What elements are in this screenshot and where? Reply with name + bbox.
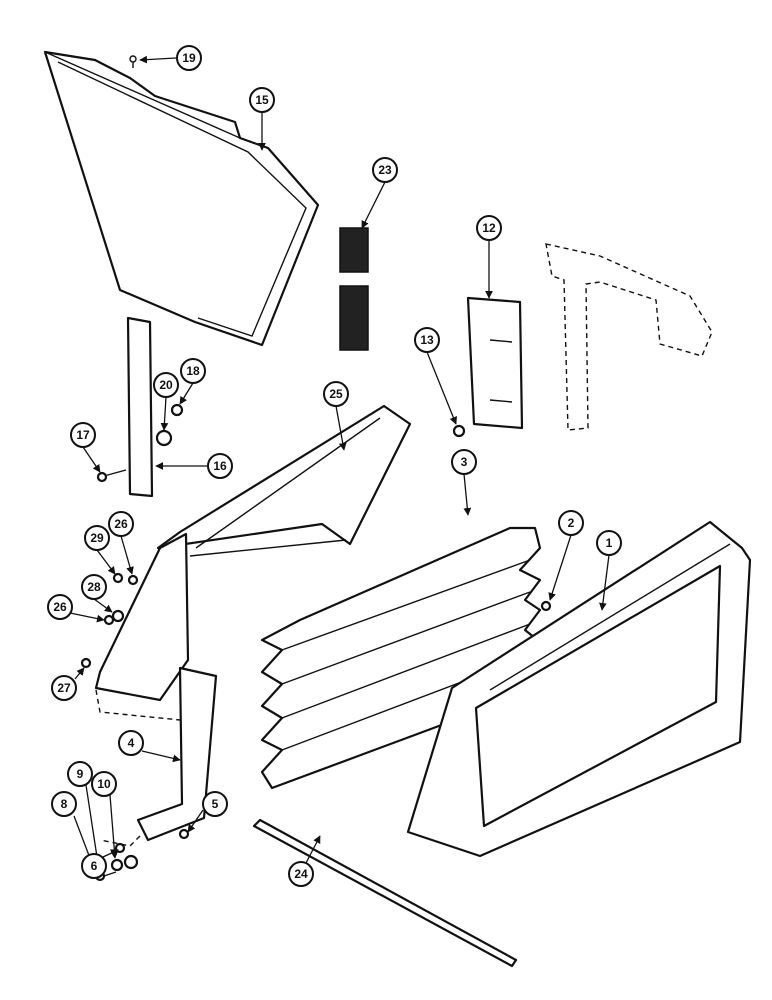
svg-text:29: 29 — [90, 531, 104, 545]
svg-text:19: 19 — [182, 51, 196, 65]
part-5-nut — [178, 828, 190, 840]
svg-text:13: 13 — [420, 333, 434, 347]
part-23-seal-strips — [339, 227, 369, 351]
svg-text:26: 26 — [114, 517, 128, 531]
svg-text:1: 1 — [606, 536, 613, 550]
callout-25: 25 — [323, 381, 349, 407]
callout-29: 29 — [84, 525, 110, 551]
part-15-top-panel — [43, 50, 320, 347]
svg-text:23: 23 — [378, 163, 392, 177]
callout-17: 17 — [70, 422, 96, 448]
svg-text:6: 6 — [91, 859, 98, 873]
svg-text:4: 4 — [128, 736, 135, 750]
callout-6: 6 — [81, 853, 107, 879]
callout-12: 12 — [476, 215, 502, 241]
part-16-vertical-support — [126, 316, 154, 498]
part-26-nut-lower — [103, 614, 115, 626]
part-20-washer — [155, 429, 173, 447]
svg-text:2: 2 — [568, 516, 575, 530]
alignment-line — [99, 835, 141, 847]
part-29-bolt — [112, 572, 124, 584]
callout-15: 15 — [249, 87, 275, 113]
callout-4: 4 — [118, 730, 144, 756]
svg-text:27: 27 — [57, 681, 71, 695]
part-2-clip — [540, 600, 552, 612]
part-17-bolt — [96, 469, 127, 483]
part-13-bolt — [452, 424, 466, 438]
callout-23: 23 — [372, 157, 398, 183]
part-27-screw — [80, 657, 92, 669]
callout-3: 3 — [451, 449, 477, 475]
svg-text:9: 9 — [77, 767, 84, 781]
part-25-cross-frame — [94, 404, 412, 702]
part-24-strip — [252, 818, 518, 968]
callout-13: 13 — [414, 327, 440, 353]
callout-16: 16 — [207, 453, 233, 479]
callout-1: 1 — [596, 530, 622, 556]
svg-text:24: 24 — [294, 867, 308, 881]
part-1-front-frame — [406, 520, 752, 858]
part-12-mounting-plate — [466, 296, 524, 430]
part-28-washer — [111, 609, 125, 623]
part-4-side-bracket — [136, 666, 218, 842]
callout-26-lower: 26 — [47, 594, 73, 620]
callout-26-upper: 26 — [108, 511, 134, 537]
part-26-nut-upper — [127, 574, 139, 586]
svg-text:25: 25 — [329, 387, 343, 401]
part-18-nut — [170, 403, 184, 417]
callout-10: 10 — [91, 771, 117, 797]
callout-24: 24 — [288, 861, 314, 887]
svg-text:28: 28 — [87, 580, 101, 594]
svg-text:8: 8 — [61, 797, 68, 811]
svg-text:5: 5 — [212, 797, 219, 811]
callout-18: 18 — [180, 358, 206, 384]
callout-20: 20 — [153, 372, 179, 398]
callout-9: 9 — [67, 761, 93, 787]
callout-5: 5 — [202, 791, 228, 817]
reference-bracket-dashed — [545, 243, 713, 431]
svg-text:15: 15 — [255, 93, 269, 107]
svg-text:16: 16 — [213, 459, 227, 473]
svg-text:18: 18 — [186, 364, 200, 378]
callout-19: 19 — [176, 45, 202, 71]
svg-text:17: 17 — [76, 428, 90, 442]
callout-2: 2 — [558, 510, 584, 536]
svg-text:3: 3 — [461, 455, 468, 469]
callout-8: 8 — [51, 791, 77, 817]
part-19-screw — [129, 55, 137, 68]
svg-text:26: 26 — [53, 600, 67, 614]
svg-text:20: 20 — [159, 378, 173, 392]
svg-text:12: 12 — [482, 221, 496, 235]
svg-text:10: 10 — [97, 777, 111, 791]
callout-27: 27 — [51, 675, 77, 701]
callout-28: 28 — [81, 574, 107, 600]
part-10-washer — [123, 854, 139, 870]
part-9-washer — [110, 858, 124, 872]
